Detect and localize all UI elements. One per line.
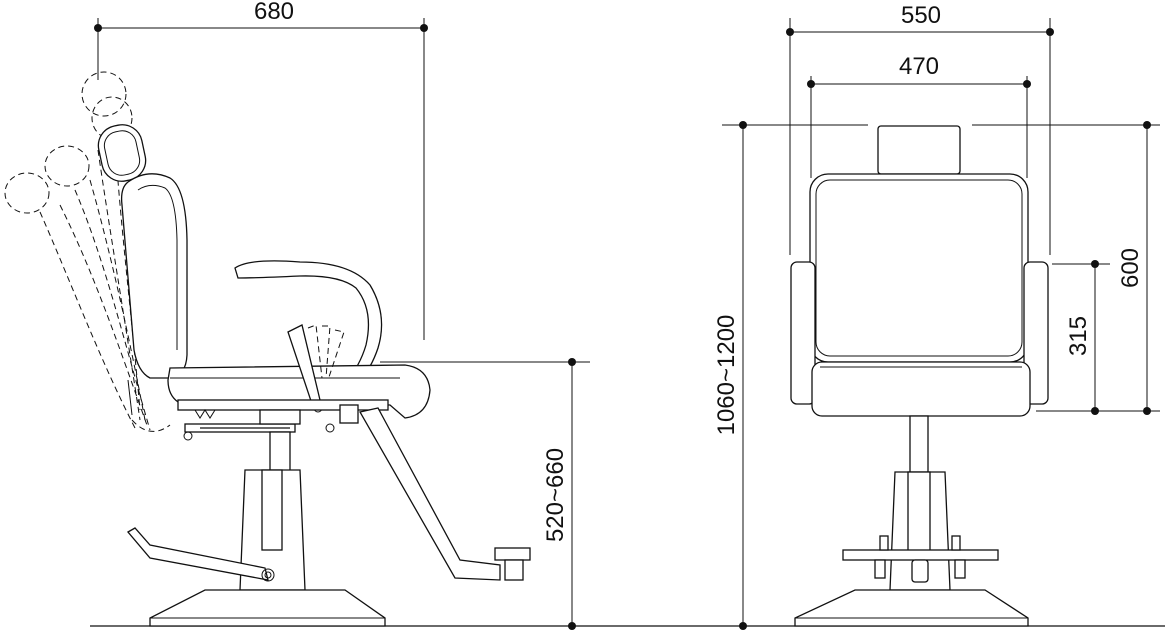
- label-inner-width: 470: [899, 53, 939, 80]
- dimension-lines: [94, 18, 1160, 630]
- front-base: [794, 589, 1029, 627]
- side-pump-pedal: [126, 527, 269, 581]
- front-backrest: [809, 173, 1029, 363]
- side-lift-column: [269, 431, 291, 473]
- side-footrest-arm: [358, 407, 501, 581]
- label-armrest-height: 315: [1065, 316, 1092, 356]
- front-headrest: [877, 125, 961, 175]
- front-view: [790, 125, 1049, 627]
- front-lift-column: [909, 415, 929, 477]
- side-view: [4, 71, 531, 627]
- side-footrest-pedal: [494, 547, 531, 561]
- dimension-labels: 680 550 470 520~660 1060~1200 600 315: [254, 0, 1144, 542]
- label-seat-height: 520~660: [542, 448, 569, 542]
- label-outer-width: 550: [901, 2, 941, 29]
- label-total-height: 1060~1200: [713, 315, 740, 436]
- label-backrest-height: 600: [1117, 248, 1144, 288]
- side-mechanism: [177, 399, 389, 441]
- front-armrest-left: [790, 261, 816, 405]
- label-side-depth: 680: [254, 0, 294, 25]
- side-base: [149, 589, 386, 627]
- front-footrest-plate: [842, 549, 999, 561]
- side-headrest: [97, 124, 147, 182]
- front-seat: [811, 361, 1031, 417]
